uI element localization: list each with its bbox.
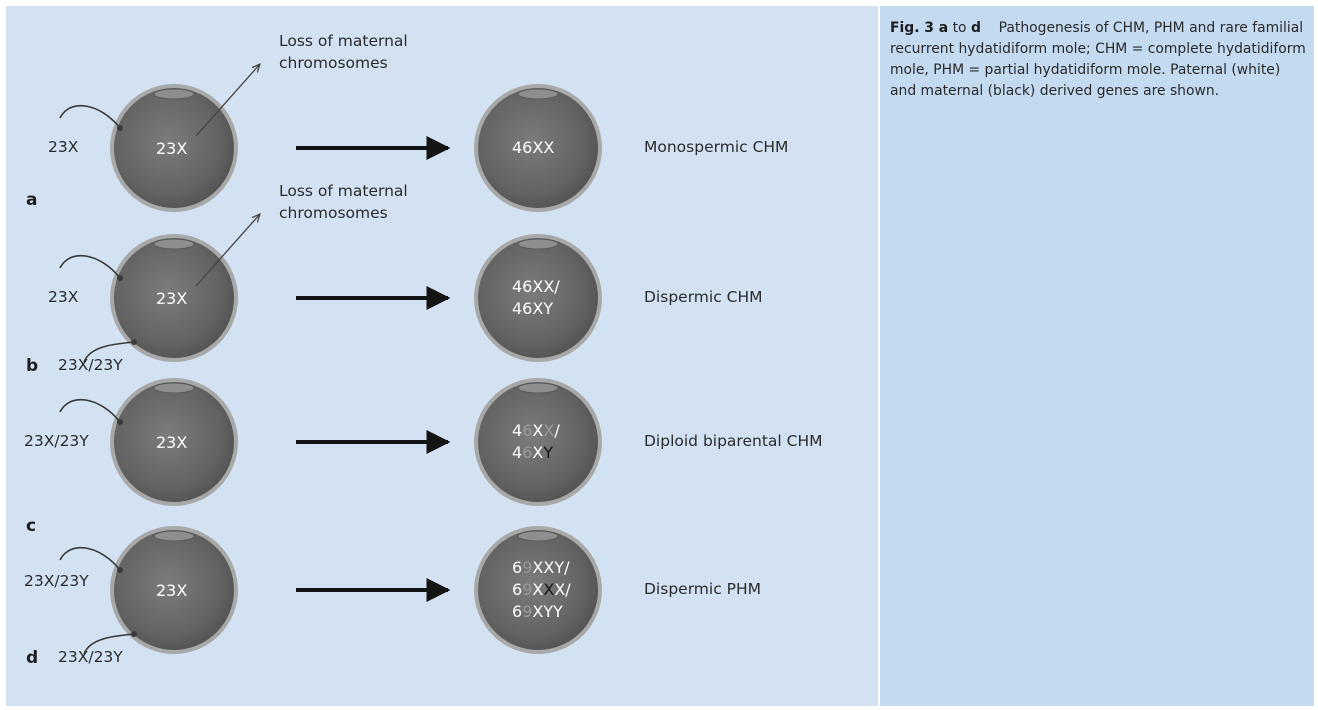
result-genotype-d-0: 69XXY/ — [512, 557, 569, 579]
loss-note-b-1: chromosomes — [279, 204, 388, 222]
loss-note-a-0: Loss of maternal — [279, 32, 408, 50]
genotype-char: 6 — [522, 443, 533, 462]
egg-cell-b — [110, 234, 238, 362]
genotype-char: Y — [543, 602, 554, 621]
sperm-tail-b-1 — [83, 341, 135, 363]
sperm-label-d-1: 23X/23Y — [58, 648, 123, 666]
caption-text: Pathogenesis of CHM, PHM and rare famili… — [890, 20, 1306, 99]
row-label-c: c — [26, 516, 37, 536]
genotype-char: X — [532, 558, 544, 577]
row-label-a: a — [26, 190, 38, 210]
egg-cell-d — [110, 526, 238, 654]
egg-label-d: 23X — [156, 581, 188, 600]
egg-label-b: 23X — [156, 289, 188, 308]
egg-cell-a-polar-body — [153, 88, 195, 100]
result-cell-c — [474, 378, 602, 506]
genotype-char: X — [532, 421, 544, 440]
genotype-char: 4 — [512, 443, 523, 462]
genotype-char: 46XY — [512, 299, 554, 318]
loss-arrow-b — [195, 214, 260, 287]
genotype-char: / — [554, 421, 560, 440]
caption-panel: Fig. 3 a to d Pathogenesis of CHM, PHM a… — [880, 6, 1314, 706]
sperm-label-b-0: 23X — [48, 288, 79, 306]
genotype-char: X — [543, 580, 555, 599]
genotype-char: X — [532, 580, 544, 599]
sperm-tail-a-0 — [59, 104, 121, 129]
genotype-char: 9 — [522, 602, 533, 621]
genotype-char: 6 — [522, 421, 533, 440]
egg-cell-a — [110, 84, 238, 212]
genotype-char: Y — [543, 443, 554, 462]
sperm-label-d-0: 23X/23Y — [24, 572, 89, 590]
loss-note-b-0: Loss of maternal — [279, 182, 408, 200]
genotype-char: X — [554, 580, 566, 599]
genotype-char: 46XX/ — [512, 277, 560, 296]
genotype-char: / — [565, 580, 571, 599]
genotype-char: Y — [553, 602, 563, 621]
result-cell-b — [474, 234, 602, 362]
genotype-char: X — [543, 558, 555, 577]
sperm-tail-b-0 — [59, 254, 121, 279]
result-genotype-a-0: 46XX — [512, 137, 554, 159]
genotype-char: X — [532, 602, 544, 621]
sperm-tail-c-0 — [59, 398, 121, 423]
result-cell-a-polar-body — [517, 88, 559, 100]
figure-caption: Fig. 3 a to d Pathogenesis of CHM, PHM a… — [890, 18, 1308, 102]
genotype-char: 46XX — [512, 138, 555, 157]
result-genotype-b-0: 46XX/ — [512, 276, 560, 298]
outcome-label-c: Diploid biparental CHM — [644, 432, 823, 450]
egg-label-c: 23X — [156, 433, 188, 452]
outcome-label-d: Dispermic PHM — [644, 580, 762, 598]
sperm-tail-d-1 — [83, 633, 135, 655]
caption-d-label: d — [970, 20, 981, 36]
genotype-char: X — [543, 421, 555, 440]
sperm-tail-d-0 — [59, 546, 121, 571]
result-genotype-c-0: 46XX/ — [512, 420, 560, 442]
result-genotype-b-1: 46XY — [512, 298, 553, 320]
egg-cell-c-polar-body — [153, 382, 195, 394]
sperm-head-c-0 — [117, 419, 123, 425]
sperm-head-d-1 — [131, 631, 137, 637]
outcome-label-a: Monospermic CHM — [644, 138, 789, 156]
loss-arrow-a — [195, 64, 260, 137]
sperm-head-b-1 — [131, 339, 137, 345]
result-cell-b-polar-body — [517, 238, 559, 250]
genotype-char: / — [564, 558, 570, 577]
genotype-char: 6 — [512, 580, 523, 599]
result-cell-a — [474, 84, 602, 212]
result-cell-d — [474, 526, 602, 654]
sperm-head-a-0 — [117, 125, 123, 131]
genotype-char: 6 — [512, 558, 523, 577]
loss-note-a-1: chromosomes — [279, 54, 388, 72]
genotype-char: 9 — [522, 558, 533, 577]
result-genotype-c-1: 46XY — [512, 442, 553, 464]
sperm-label-b-1: 23X/23Y — [58, 356, 123, 374]
result-cell-d-polar-body — [517, 530, 559, 542]
genotype-char: X — [532, 443, 544, 462]
sperm-label-a-0: 23X — [48, 138, 79, 156]
row-label-b: b — [26, 356, 39, 376]
result-cell-c-polar-body — [517, 382, 559, 394]
egg-label-a: 23X — [156, 139, 188, 158]
result-genotype-d-1: 69XXX/ — [512, 579, 571, 601]
sperm-label-c-0: 23X/23Y — [24, 432, 89, 450]
row-label-d: d — [26, 648, 39, 668]
genotype-char: Y — [554, 558, 565, 577]
genotype-char: 6 — [512, 602, 523, 621]
caption-fig-label: Fig. 3 a — [890, 20, 949, 36]
sperm-head-d-0 — [117, 567, 123, 573]
egg-cell-c — [110, 378, 238, 506]
outcome-label-b: Dispermic CHM — [644, 288, 763, 306]
egg-cell-d-polar-body — [153, 530, 195, 542]
caption-to: to — [952, 20, 967, 36]
genotype-char: 9 — [522, 580, 533, 599]
genotype-char: 4 — [512, 421, 523, 440]
sperm-head-b-0 — [117, 275, 123, 281]
result-genotype-d-2: 69XYY — [512, 601, 563, 623]
egg-cell-b-polar-body — [153, 238, 195, 250]
